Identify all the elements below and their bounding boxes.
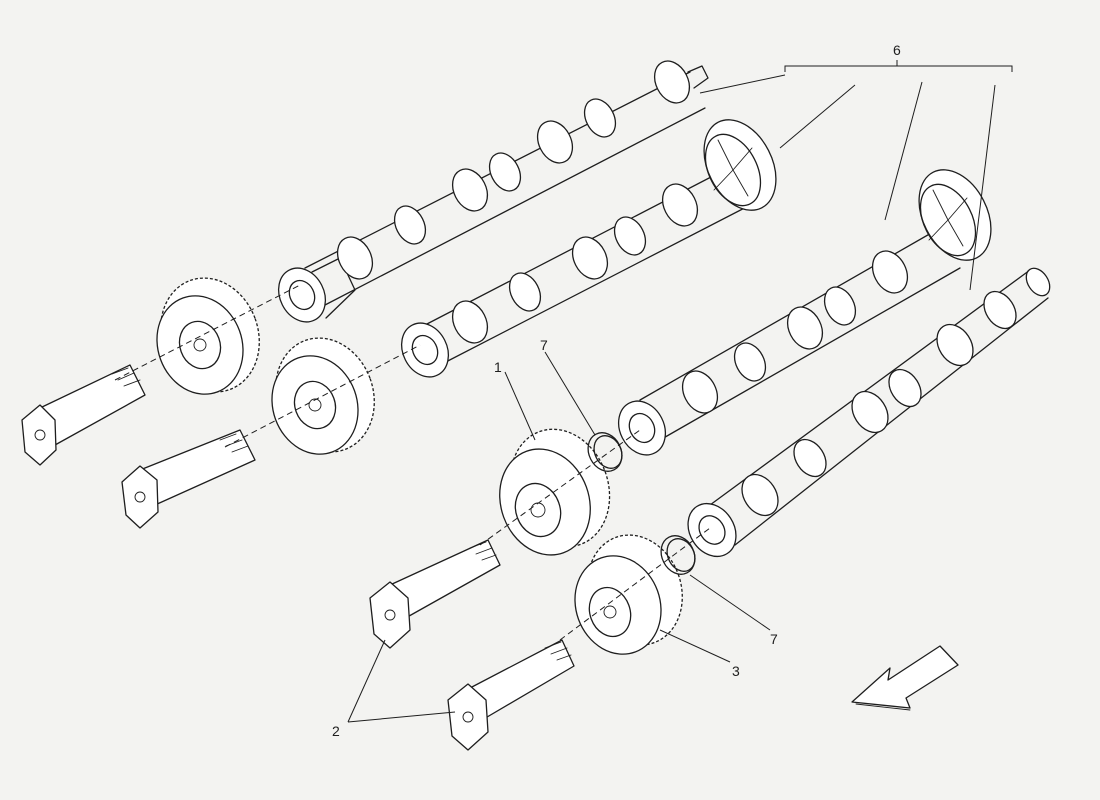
callout-6: 6: [893, 42, 901, 58]
camshaft-second[interactable]: [393, 108, 791, 385]
callout-7-lower: 7: [770, 631, 778, 647]
camshaft-fourth[interactable]: [678, 264, 1054, 565]
callout-2: 2: [332, 723, 340, 739]
camshaft-third[interactable]: [610, 158, 1006, 463]
callout-3: 3: [732, 663, 740, 679]
callout-1: 1: [494, 359, 502, 375]
cam-phaser-front-3[interactable]: [561, 522, 697, 667]
bolt-back-left[interactable]: [21, 364, 146, 466]
arrow-down-left-icon: [851, 645, 959, 711]
callout-7-upper: 7: [540, 337, 548, 353]
snap-ring-lower-inner: [666, 538, 696, 572]
camshaft-top[interactable]: [270, 55, 709, 330]
callout-leaders: [347, 60, 1013, 723]
bolt-front-upper[interactable]: [369, 539, 501, 649]
assembly-axis-lines: [114, 284, 711, 641]
bolt-front-lower[interactable]: [447, 639, 575, 751]
snap-ring-upper-inner: [593, 435, 623, 469]
cam-phaser-back-left[interactable]: [143, 264, 275, 406]
bolt-back-right[interactable]: [121, 429, 256, 529]
